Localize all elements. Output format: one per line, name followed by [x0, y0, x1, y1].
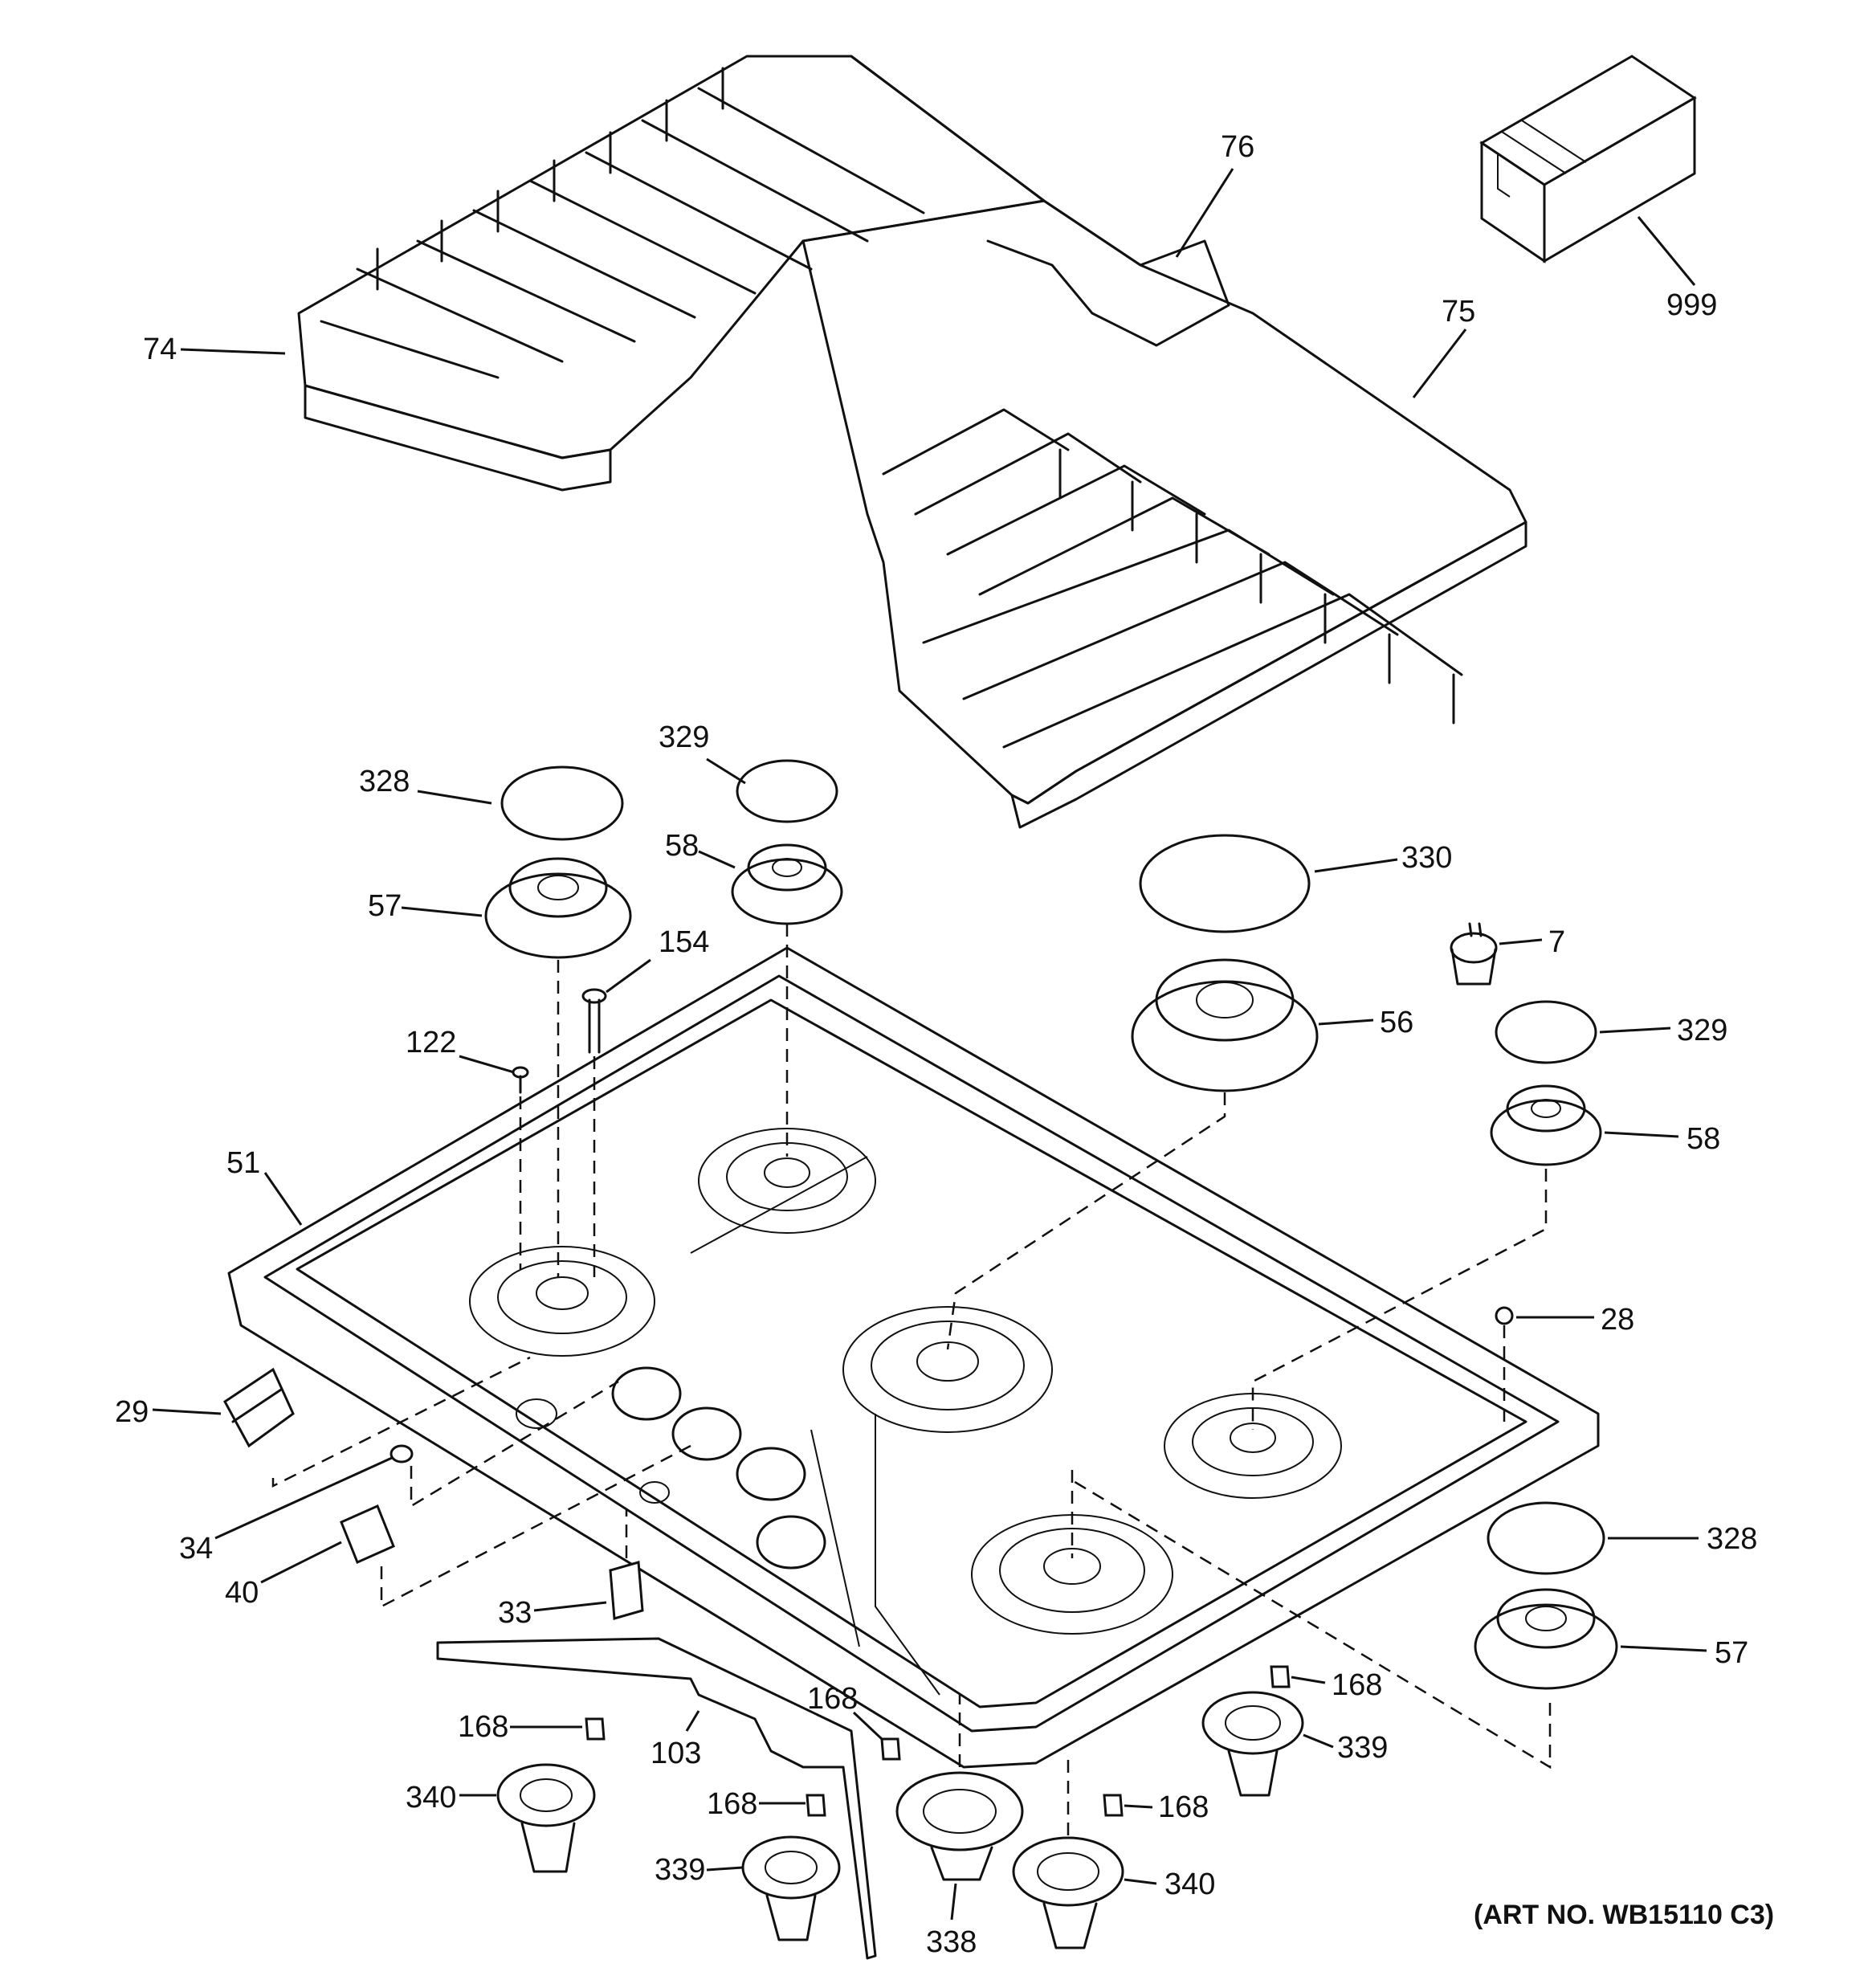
label-40: 40 [225, 1576, 259, 1610]
burner-cap-329-top [736, 759, 838, 823]
label-29: 29 [115, 1395, 149, 1429]
label-57-right: 57 [1715, 1636, 1748, 1670]
label-328-left: 328 [359, 765, 410, 798]
label-168-lower: 168 [707, 1787, 757, 1821]
part-labels: 74 76 75 999 328 329 58 57 154 122 330 7… [115, 130, 1774, 1959]
cooktop-knobs [516, 1366, 826, 1570]
grate-center-76 [850, 55, 1230, 347]
label-56: 56 [1380, 1006, 1413, 1039]
screw-122 [512, 1066, 529, 1094]
burner-head-57-left [484, 857, 632, 959]
label-168-right: 168 [1332, 1668, 1382, 1702]
spark-module-7 [1450, 922, 1498, 986]
cooktop-main-top-51 [227, 946, 1600, 1769]
label-122: 122 [406, 1026, 456, 1059]
label-33: 33 [498, 1596, 532, 1630]
burner-base-338 [895, 1771, 1024, 1881]
burner-cap-329-right [1495, 1000, 1597, 1064]
label-330: 330 [1401, 841, 1452, 875]
orifice-168-right [1270, 1665, 1291, 1688]
label-57-left: 57 [368, 889, 402, 923]
label-339-left: 339 [655, 1853, 705, 1887]
burner-cap-328-right [1487, 1501, 1605, 1575]
carton-box-999 [1479, 55, 1697, 263]
burner-head-56 [1131, 958, 1319, 1092]
burner-base-340-left [496, 1763, 596, 1873]
pin-28 [1495, 1306, 1514, 1325]
label-328-right: 328 [1707, 1522, 1757, 1556]
label-168-center: 168 [807, 1682, 858, 1716]
grate-left-74 [297, 55, 1046, 492]
cooktop-burner-base-center [842, 1306, 1053, 1433]
orifice-168-left [585, 1717, 606, 1741]
label-51: 51 [226, 1146, 260, 1180]
label-338: 338 [926, 1925, 977, 1959]
grate-right-75 [801, 199, 1527, 829]
screw-154 [581, 988, 607, 1054]
label-75: 75 [1442, 295, 1475, 329]
manifold-bracket-103 [436, 1637, 877, 1960]
label-340-left: 340 [406, 1781, 456, 1815]
orifice-168-center [880, 1737, 901, 1761]
label-329-top: 329 [659, 720, 709, 754]
burner-cap-330 [1139, 834, 1311, 933]
burner-base-339-left [741, 1835, 841, 1941]
switch-33 [609, 1561, 644, 1620]
leader-lines [152, 168, 1707, 1921]
label-7: 7 [1548, 925, 1565, 959]
cooktop-burner-base-left [469, 1246, 655, 1357]
label-76: 76 [1221, 130, 1254, 164]
burner-head-57-right [1474, 1588, 1618, 1690]
label-329-right: 329 [1677, 1014, 1727, 1047]
label-58-top: 58 [665, 829, 699, 863]
burner-head-58-top [731, 843, 843, 925]
knob-29 [223, 1367, 295, 1448]
art-number: (ART NO. WB15110 C3) [1474, 1900, 1774, 1930]
burner-base-339-right [1201, 1691, 1304, 1797]
burner-base-340-right [1012, 1836, 1124, 1949]
orifice-168-right-low [1103, 1794, 1124, 1817]
label-999: 999 [1666, 288, 1717, 322]
label-168-left: 168 [458, 1710, 508, 1744]
label-339-right: 339 [1337, 1731, 1388, 1765]
burner-cap-328-left [500, 765, 624, 841]
label-168-right-low: 168 [1158, 1790, 1209, 1824]
label-154: 154 [659, 925, 709, 959]
label-340-right: 340 [1164, 1868, 1215, 1901]
label-28: 28 [1601, 1303, 1634, 1337]
alignment-lines [271, 924, 1552, 1835]
button-34 [390, 1444, 414, 1463]
label-34: 34 [179, 1532, 213, 1565]
label-74: 74 [143, 333, 177, 366]
knob-40 [340, 1504, 395, 1565]
orifice-168-lower [806, 1794, 826, 1817]
label-58-right: 58 [1687, 1122, 1720, 1156]
burner-head-58-right [1490, 1084, 1602, 1166]
label-103: 103 [651, 1737, 701, 1770]
